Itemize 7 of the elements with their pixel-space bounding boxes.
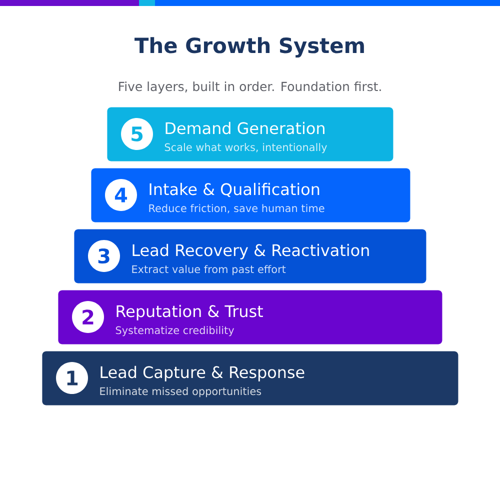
number-badge: 3 xyxy=(88,240,120,272)
number-badge: 2 xyxy=(72,301,104,333)
number-badge: 1 xyxy=(56,362,88,394)
number-badge: 4 xyxy=(105,179,137,211)
number-badge: 5 xyxy=(121,118,153,150)
title: The Growth System xyxy=(134,37,364,58)
subtitle: Five layers, built in order. Foundation first. xyxy=(119,82,381,94)
